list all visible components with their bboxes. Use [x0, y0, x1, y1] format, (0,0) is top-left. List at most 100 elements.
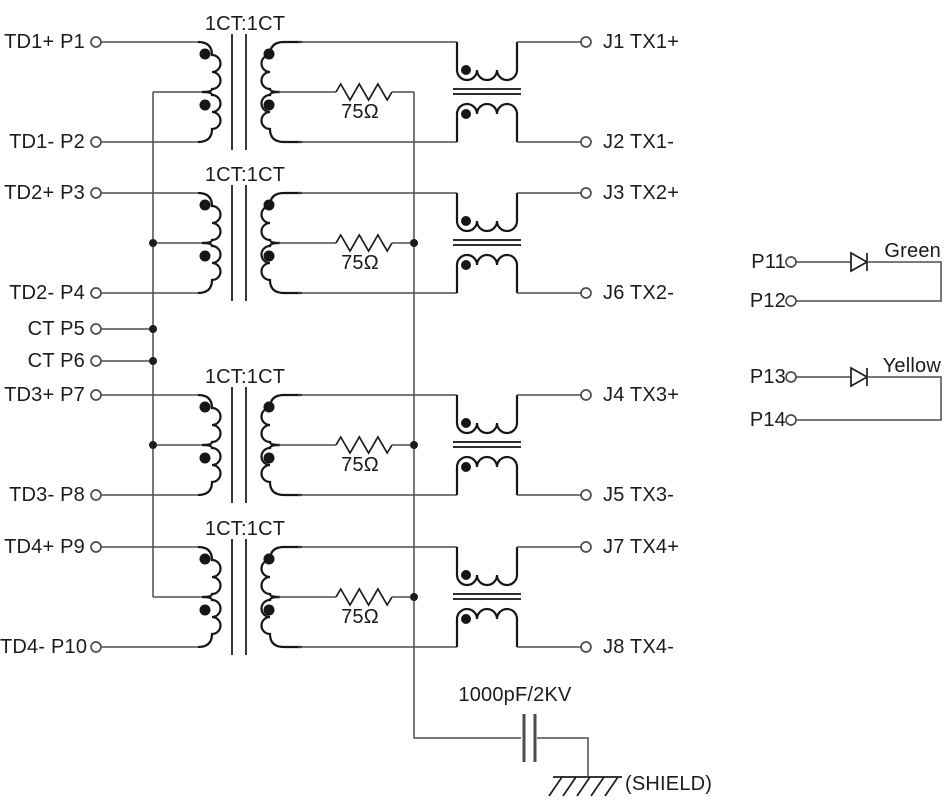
junction-dot	[149, 357, 157, 365]
terminal-p3	[90, 187, 102, 199]
pin-label-p6: CT P6	[27, 350, 85, 372]
resistor-label-2: 75Ω	[341, 252, 379, 274]
transformer-secondary-winding	[260, 241, 302, 295]
ratio-label-3: 1CT:1CT	[204, 366, 286, 388]
pin-label-p7: TD3+ P7	[4, 384, 85, 406]
wire	[537, 737, 589, 776]
terminal-j3	[580, 187, 592, 199]
junction-dot	[410, 593, 418, 601]
resistor-label-3: 75Ω	[341, 454, 379, 476]
polarity-dot	[263, 401, 275, 413]
polarity-dot	[199, 604, 211, 616]
pin-label-j7: J7 TX4+	[603, 536, 680, 558]
pin-label-p11: P11	[751, 251, 786, 273]
polarity-dot	[461, 260, 471, 270]
polarity-dot	[263, 604, 275, 616]
ground-hatch	[562, 776, 577, 797]
junction-dot	[149, 239, 157, 247]
wire	[796, 376, 942, 421]
pin-label-p12: P12	[749, 290, 786, 312]
pin-label-p13: P13	[749, 366, 786, 388]
transformer-primary-winding	[197, 241, 222, 295]
transformer-primary-winding	[197, 90, 222, 144]
polarity-dot	[263, 199, 275, 211]
transformer-secondary-winding	[260, 595, 302, 649]
terminal-p5	[90, 323, 102, 335]
channel-1	[90, 34, 592, 150]
resistor-75ohm	[335, 587, 393, 607]
polarity-dot	[461, 216, 471, 226]
channel-2	[90, 185, 592, 301]
ratio-label-2: 1CT:1CT	[204, 164, 286, 186]
resistor-75ohm	[335, 233, 393, 253]
terminal-p2	[90, 136, 102, 148]
terminal-j4	[580, 389, 592, 401]
terminal-p12	[785, 295, 797, 307]
led-color-label-yellow: Yellow	[882, 355, 941, 377]
junction-dot	[410, 239, 418, 247]
polarity-dot	[263, 250, 275, 262]
capacitor-value-label: 1000pF/2KV	[458, 684, 572, 706]
ground-hatch	[590, 776, 605, 797]
terminal-j8	[580, 641, 592, 653]
resistor-75ohm	[335, 435, 393, 455]
pin-label-p4: TD2- P4	[9, 282, 85, 304]
transformer-secondary-winding	[260, 443, 302, 497]
terminal-p6	[90, 355, 102, 367]
resistor-bus-wire	[413, 92, 521, 739]
shield-label: (SHIELD)	[625, 773, 713, 795]
pin-label-p9: TD4+ P9	[4, 536, 85, 558]
terminal-j5	[580, 489, 592, 501]
resistor-label-1: 75Ω	[341, 101, 379, 123]
polarity-dot	[263, 452, 275, 464]
pin-label-p3: TD2+ P3	[4, 182, 85, 204]
junction-dot	[149, 325, 157, 333]
ground-hatch	[576, 776, 591, 797]
resistor-label-4: 75Ω	[341, 606, 379, 628]
pin-label-p14: P14	[749, 409, 786, 431]
pin-label-j5: J5 TX3-	[603, 484, 675, 506]
channel-4	[90, 539, 592, 655]
pin-label-j2: J2 TX1-	[603, 131, 675, 153]
terminal-j7	[580, 541, 592, 553]
transformer-primary-winding	[197, 393, 222, 447]
choke-winding	[455, 607, 519, 647]
polarity-dot	[199, 553, 211, 565]
ground-hatch	[604, 776, 619, 797]
polarity-dot	[199, 48, 211, 60]
ground-hatch	[548, 776, 563, 797]
choke-winding	[455, 253, 519, 293]
led-circuit-yellow	[785, 366, 942, 426]
polarity-dot	[461, 418, 471, 428]
polarity-dot	[461, 109, 471, 119]
ratio-label-1: 1CT:1CT	[204, 13, 286, 35]
choke-winding	[455, 193, 519, 233]
polarity-dot	[461, 614, 471, 624]
terminal-p9	[90, 541, 102, 553]
polarity-dot	[461, 462, 471, 472]
choke-winding	[455, 42, 519, 82]
polarity-dot	[199, 401, 211, 413]
chassis-ground-icon	[548, 776, 622, 797]
polarity-dot	[263, 553, 275, 565]
polarity-dot	[199, 99, 211, 111]
terminal-j2	[580, 136, 592, 148]
channel-3	[90, 387, 592, 503]
transformer-primary-winding	[197, 40, 222, 94]
terminal-p14	[785, 414, 797, 426]
polarity-dot	[461, 65, 471, 75]
polarity-dot	[263, 99, 275, 111]
transformer-primary-winding	[197, 191, 222, 245]
choke-winding	[455, 395, 519, 435]
pin-label-p5: CT P5	[27, 318, 85, 340]
polarity-dot	[199, 199, 211, 211]
terminal-j1	[580, 36, 592, 48]
pin-label-j6: J6 TX2-	[603, 282, 675, 304]
terminal-p7	[90, 389, 102, 401]
polarity-dot	[199, 250, 211, 262]
wire	[796, 261, 942, 302]
led-circuit-green	[785, 251, 942, 307]
pin-label-p1: TD1+ P1	[4, 31, 85, 53]
transformer-primary-winding	[197, 443, 222, 497]
